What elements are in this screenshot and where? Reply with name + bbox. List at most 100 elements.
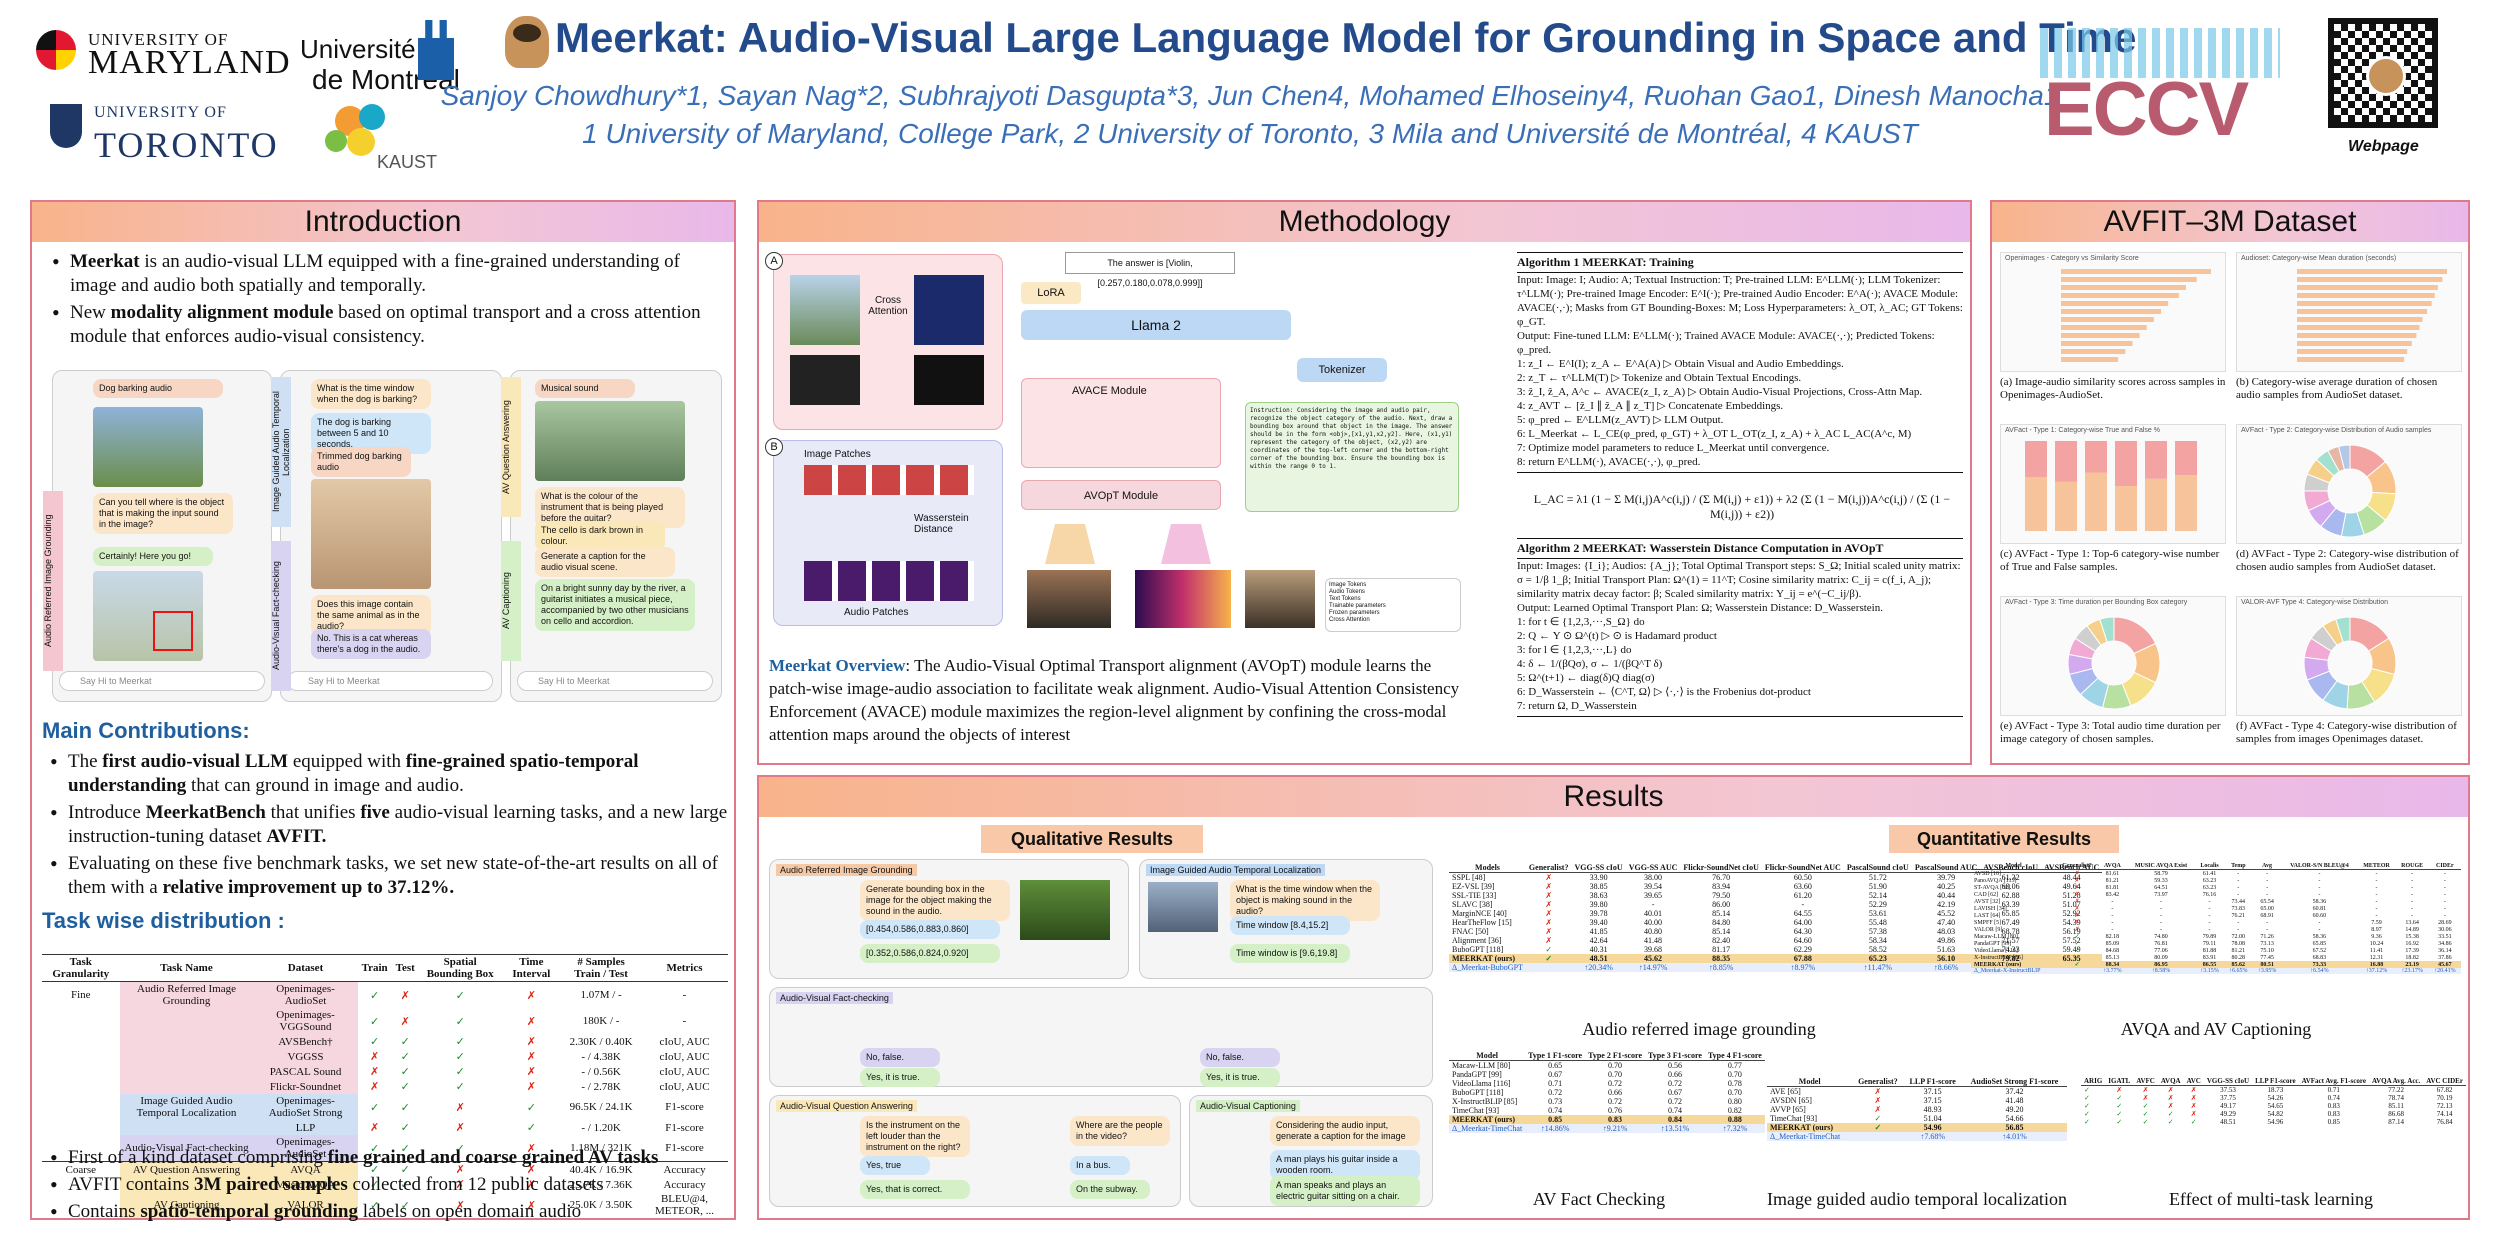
table-cell: X-InstructBLIP [85] [1452, 1097, 1518, 1106]
algorithm-1: Algorithm 1 MEERKAT: Training Input: Ima… [1517, 252, 1963, 473]
table-cell: 63.39 [2001, 900, 2020, 909]
table-cell: ↑4.01% [1961, 1132, 2067, 1141]
table-cell: ✓ [1525, 954, 1572, 963]
table-cell: PandaGPT [99] [1974, 940, 2012, 947]
avfit-chart: AVFact - Type 3: Time duration per Bound… [2000, 596, 2226, 716]
table-header-cell: Generalist? [1525, 863, 1572, 873]
table-header-cell: AVQA Avg. Acc. [2368, 1077, 2424, 1086]
panel-b-marker: B [765, 438, 783, 456]
table-cell: ↑3.77% [2098, 968, 2127, 974]
violin-image [790, 275, 860, 345]
chat-input-field[interactable]: Say Hi to Meerkat [517, 671, 713, 691]
intro-bullet: New modality alignment module based on o… [44, 301, 722, 349]
table-cell: - [1651, 900, 1655, 909]
table-cell: 72.13 [2436, 1102, 2453, 1110]
table-cell: - [2208, 926, 2211, 933]
cat-image [311, 479, 431, 589]
table-cell: FNAC [50] [1452, 927, 1489, 936]
table-cell: ✓ [400, 1081, 410, 1093]
algorithm-line: 1: z_I ← E^I(I); z_A ← E^A(A) ▷ Obtain V… [1517, 358, 1844, 370]
table-cell: ✗ [455, 1122, 465, 1134]
table-cell: ↑23.17% [2395, 968, 2429, 974]
table-cell: 81.88 [2202, 947, 2217, 954]
table-cell: 65.85 [2312, 940, 2327, 947]
audio-encoder-icon [1161, 524, 1211, 564]
table-cell: 2.30K / 0.40K [569, 1035, 633, 1048]
table-cell: ✗ [2074, 927, 2080, 933]
algorithm-line: 8: return E^LLM(·), AVACE(·,·), φ_pred. [1517, 456, 1701, 468]
table-cell: 88.35 [1680, 954, 1762, 963]
qual-card-title: Audio-Visual Captioning [1196, 1100, 1300, 1112]
chat-bubble: Generate bounding box in the image for t… [860, 880, 1010, 921]
table-cell: 0.74 [1548, 1106, 1563, 1115]
table-cell: ↑14.86% [1525, 1124, 1586, 1133]
table-header-cell: VGG-SS AUC [1625, 863, 1681, 873]
contributions-heading: Main Contributions: [42, 718, 250, 743]
mask-image [790, 355, 860, 405]
table-header-cell: Model [1971, 863, 2057, 870]
table-cell: 38.00 [1644, 873, 1663, 882]
meerkat-mascot-icon [505, 16, 549, 68]
table-cell: 51.63 [1937, 945, 1956, 954]
table-header-cell: LLP F1-score [2252, 1077, 2299, 1086]
table-cell: ↑3.95% [2252, 968, 2282, 974]
donut-slice [2335, 616, 2351, 643]
table-cell: CAD [62] [1974, 891, 1999, 898]
contribution-text: equipped with [288, 751, 406, 772]
table-cell: 39.80 [1589, 900, 1608, 909]
table-cell: 73.13 [2260, 940, 2274, 947]
table-cell: Δ_Meerkat-BuboGPT [1449, 963, 1526, 972]
table-cell: 37.86 [2438, 954, 2452, 961]
table-header-cell: Models [1449, 863, 1526, 873]
table-cell: 33.90 [1589, 873, 1608, 882]
chat-bubble: Is the instrument on the left louder tha… [860, 1116, 970, 1157]
table-cell: 79.89 [2202, 933, 2217, 940]
diagram-legend: Image Tokens Audio Tokens Text Tokens Tr… [1325, 578, 1461, 632]
table-cell: AVST [32] [1974, 898, 2001, 905]
algorithm-line: 2: z_T ← τ^LLM(T) ▷ Tokenize and Obtain … [1517, 372, 1802, 384]
chat-bubble: Musical sound [535, 379, 635, 398]
table-cell: 61.20 [1793, 891, 1812, 900]
bar [2297, 301, 2432, 306]
table-cell: 47.40 [1937, 918, 1956, 927]
table-header-cell: VALOR-S/N BLEU@4 [2281, 863, 2358, 870]
table-cell: - [2266, 877, 2269, 884]
table-cell: 88.34 [2098, 961, 2127, 968]
table-cell: 42.19 [1937, 900, 1956, 909]
chat-input-field[interactable]: Say Hi to Meerkat [59, 671, 265, 691]
table-cell: ✗ [526, 1051, 536, 1063]
algorithm-2: Algorithm 2 MEERKAT: Wasserstein Distanc… [1517, 538, 1963, 717]
input-image-thumbnail [1027, 570, 1111, 628]
chart-title: Openimages - Category vs Similarity Scor… [2005, 255, 2139, 262]
legend-item: Image Tokens [1329, 582, 1367, 588]
table-cell: 0.66 [1608, 1088, 1623, 1097]
table-cell: ✓ [2116, 1094, 2123, 1102]
musicians-image [535, 401, 685, 481]
table-cell [119, 1079, 254, 1094]
table-header-cell: Model [1767, 1077, 1853, 1087]
table-header-cell: MUSIC AVQA Exist [2126, 863, 2196, 870]
webpage-qr-code[interactable] [2328, 18, 2438, 128]
table-cell: ✓ [2190, 1118, 2197, 1126]
chart-caption: (b) Category-wise average duration of ch… [2236, 376, 2438, 401]
qual-card-title: Audio-Visual Fact-checking [776, 992, 893, 1004]
table-cell: 83.42 [2105, 891, 2120, 898]
table-cell: 53.61 [1868, 909, 1887, 918]
table-cell: ✗ [526, 1081, 536, 1093]
avfit-chart: Audioset: Category-wise Mean duration (s… [2236, 252, 2462, 372]
algorithm-line: 2: Q ← Υ ⊙ Ω^(t) ▷ ⊙ is Hadamard product [1517, 630, 1717, 642]
table-cell: - [682, 1015, 687, 1027]
dataset-bullet-text: Contains [68, 1201, 141, 1222]
side-label: AV Captioning [501, 541, 521, 661]
table-cell: ↑13.51% [1645, 1124, 1705, 1133]
table-cell [42, 1008, 120, 1034]
table-cell: ✗ [2074, 892, 2080, 898]
table-cell: - [2411, 912, 2414, 919]
chat-input-field[interactable]: Say Hi to Meerkat [287, 671, 493, 691]
dataset-bullet-bold: 3M paired samples [193, 1174, 348, 1195]
